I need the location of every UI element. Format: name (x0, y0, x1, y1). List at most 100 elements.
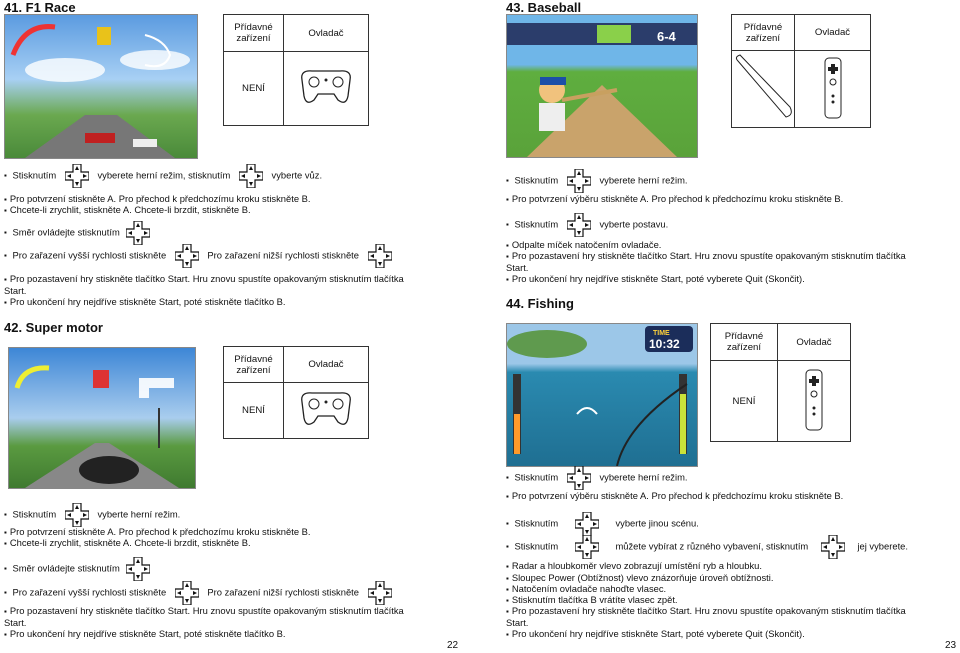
sm-line-5: Pro zařazení vyšší rychlosti stiskněte P… (4, 581, 392, 605)
bb-line-2: Pro potvrzení výběru stiskněte A. Pro př… (506, 193, 843, 205)
time-value: 10:32 (649, 337, 680, 351)
bb-line-4: Odpalte míček natočením ovladače. (506, 239, 662, 251)
controller-header: Ovladač (283, 346, 369, 383)
accessory-value: NENÍ (710, 360, 778, 442)
accessory-value: NENÍ (223, 382, 284, 439)
sm-line-4: Směr ovládejte stisknutím (4, 557, 151, 581)
dpad-icon (566, 169, 591, 193)
fi-line-4a: můžete vybírat z různého vybavení, stisk… (615, 540, 809, 552)
accessory-header: Přídavné zařízení (731, 14, 795, 51)
fi-line-4b: jej vyberete. (857, 540, 908, 552)
fishing-accessory-table: Přídavné zařízení Ovladač NENÍ (710, 323, 851, 442)
wii-remote-icon (824, 57, 841, 118)
sm-line-1: Stisknutím vyberte herní režim. (4, 503, 180, 527)
controller-cell (777, 360, 851, 442)
sm-line-4-text: Směr ovládejte stisknutím (12, 562, 120, 574)
dpad-icon (574, 535, 599, 559)
gamepad-icon (301, 70, 351, 103)
dpad-icon (64, 164, 89, 188)
bb-line-1-text: vyberete herní režim. (599, 174, 688, 186)
time-label: TIME (653, 330, 670, 337)
f1-line-5a: Pro zařazení vyšší rychlosti stiskněte (12, 249, 167, 261)
controller-cell (283, 382, 369, 439)
wii-remote-icon (805, 369, 823, 430)
f1-line-4: Směr ovládejte stisknutím (4, 221, 151, 245)
f1-line-1a: vyberete herní režim, stisknutím (97, 169, 231, 181)
dpad-icon (566, 466, 591, 490)
fi-line-3: Stisknutím vyberte jinou scénu. (506, 512, 699, 536)
fi-line-10: Pro ukončení hry nejdříve stiskněte Star… (506, 628, 805, 640)
sm-line-3: Chcete-li zrychlit, stiskněte A. Chcete-… (4, 537, 251, 549)
gamepad-icon (301, 392, 351, 425)
super-motor-accessory-table: Přídavné zařízení Ovladač NENÍ (223, 346, 369, 439)
dpad-icon (574, 512, 599, 536)
f1-race-screenshot (4, 14, 198, 159)
bb-line-3-text: vyberte postavu. (599, 218, 669, 230)
bb-line-5b: Start. (506, 262, 529, 273)
bb-line-3: Stisknutím vyberte postavu. (506, 213, 668, 237)
accessory-cell (731, 50, 795, 128)
sm-line-7: Pro ukončení hry nejdříve stiskněte Star… (4, 628, 286, 640)
bb-line-5: Pro pozastavení hry stiskněte tlačítko S… (506, 250, 906, 262)
fi-line-9: Pro pozastavení hry stiskněte tlačítko S… (506, 605, 906, 617)
controller-header: Ovladač (777, 323, 851, 361)
f1-line-7: Pro ukončení hry nejdříve stiskněte Star… (4, 296, 286, 308)
sm-line-5a: Pro zařazení vyšší rychlosti stiskněte (12, 586, 167, 598)
dpad-icon (566, 213, 591, 237)
sm-line-1-text: vyberte herní režim. (97, 508, 181, 520)
baseball-score: 6-4 (657, 29, 677, 44)
page-number-right: 23 (945, 640, 957, 651)
page-number-left: 22 (447, 640, 459, 651)
bat-icon (735, 53, 792, 118)
f1-line-1: Stisknutím vyberete herní režim, stisknu… (4, 164, 322, 188)
press-label: Stisknutím (12, 169, 57, 181)
dpad-icon (174, 581, 199, 605)
controller-cell (283, 51, 369, 126)
baseball-accessory-table: Přídavné zařízení Ovladač (731, 14, 871, 128)
super-motor-scene (14, 365, 179, 488)
baseball-scene: 6-4 (507, 23, 697, 157)
fi-line-9b: Start. (506, 617, 529, 628)
super-motor-screenshot (8, 347, 196, 489)
dpad-icon (367, 244, 392, 268)
press-label: Stisknutím (12, 508, 57, 520)
sm-line-2: Pro potvrzení stiskněte A. Pro přechod k… (4, 526, 311, 538)
fi-line-5: Radar a hloubkoměr vlevo zobrazují umíst… (506, 560, 762, 572)
f1-line-5b: Pro zařazení nižší rychlosti stiskněte (207, 249, 359, 261)
dpad-icon (126, 221, 151, 245)
baseball-screenshot: 6-4 (506, 14, 698, 158)
press-label: Stisknutím (514, 540, 559, 552)
accessory-value: NENÍ (223, 51, 284, 126)
bb-line-6: Pro ukončení hry nejdříve stiskněte Star… (506, 273, 805, 285)
section-title-f1-race: 41. F1 Race (4, 0, 76, 15)
fi-line-7: Natočením ovladače nahoďte vlasec. (506, 583, 666, 595)
sm-line-5b: Pro zařazení nižší rychlosti stiskněte (207, 586, 359, 598)
sm-line-6b: Start. (4, 617, 27, 628)
controller-header: Ovladač (283, 14, 369, 52)
fishing-scene: TIME 10:32 (507, 326, 693, 466)
dpad-icon (174, 244, 199, 268)
dpad-icon (126, 557, 151, 581)
f1-line-6b: Start. (4, 285, 27, 296)
section-title-super-motor: 42. Super motor (4, 320, 103, 335)
f1-line-6: Pro pozastavení hry stiskněte tlačítko S… (4, 273, 404, 285)
f1-line-2: Pro potvrzení stiskněte A. Pro přechod k… (4, 193, 311, 205)
f1-line-4-text: Směr ovládejte stisknutím (12, 226, 120, 238)
dpad-icon (820, 535, 845, 559)
f1-line-5: Pro zařazení vyšší rychlosti stiskněte P… (4, 244, 392, 268)
dpad-icon (367, 581, 392, 605)
accessory-header: Přídavné zařízení (710, 323, 778, 361)
sm-line-6: Pro pozastavení hry stiskněte tlačítko S… (4, 605, 404, 617)
fishing-screenshot: TIME 10:32 (506, 323, 698, 467)
accessory-header: Přídavné zařízení (223, 346, 284, 383)
fi-line-2: Pro potvrzení výběru stiskněte A. Pro př… (506, 490, 843, 502)
press-label: Stisknutím (514, 174, 559, 186)
fi-line-3-text: vyberte jinou scénu. (615, 517, 699, 529)
bb-line-1: Stisknutím vyberete herní režim. (506, 169, 688, 193)
f1-race-scene (10, 24, 190, 158)
section-title-baseball: 43. Baseball (506, 0, 582, 15)
dpad-icon (64, 503, 89, 527)
f1-race-accessory-table: Přídavné zařízení Ovladač NENÍ (223, 14, 369, 126)
f1-line-3: Chcete-li zrychlit, stiskněte A. Chcete-… (4, 204, 251, 216)
controller-cell (794, 50, 871, 128)
